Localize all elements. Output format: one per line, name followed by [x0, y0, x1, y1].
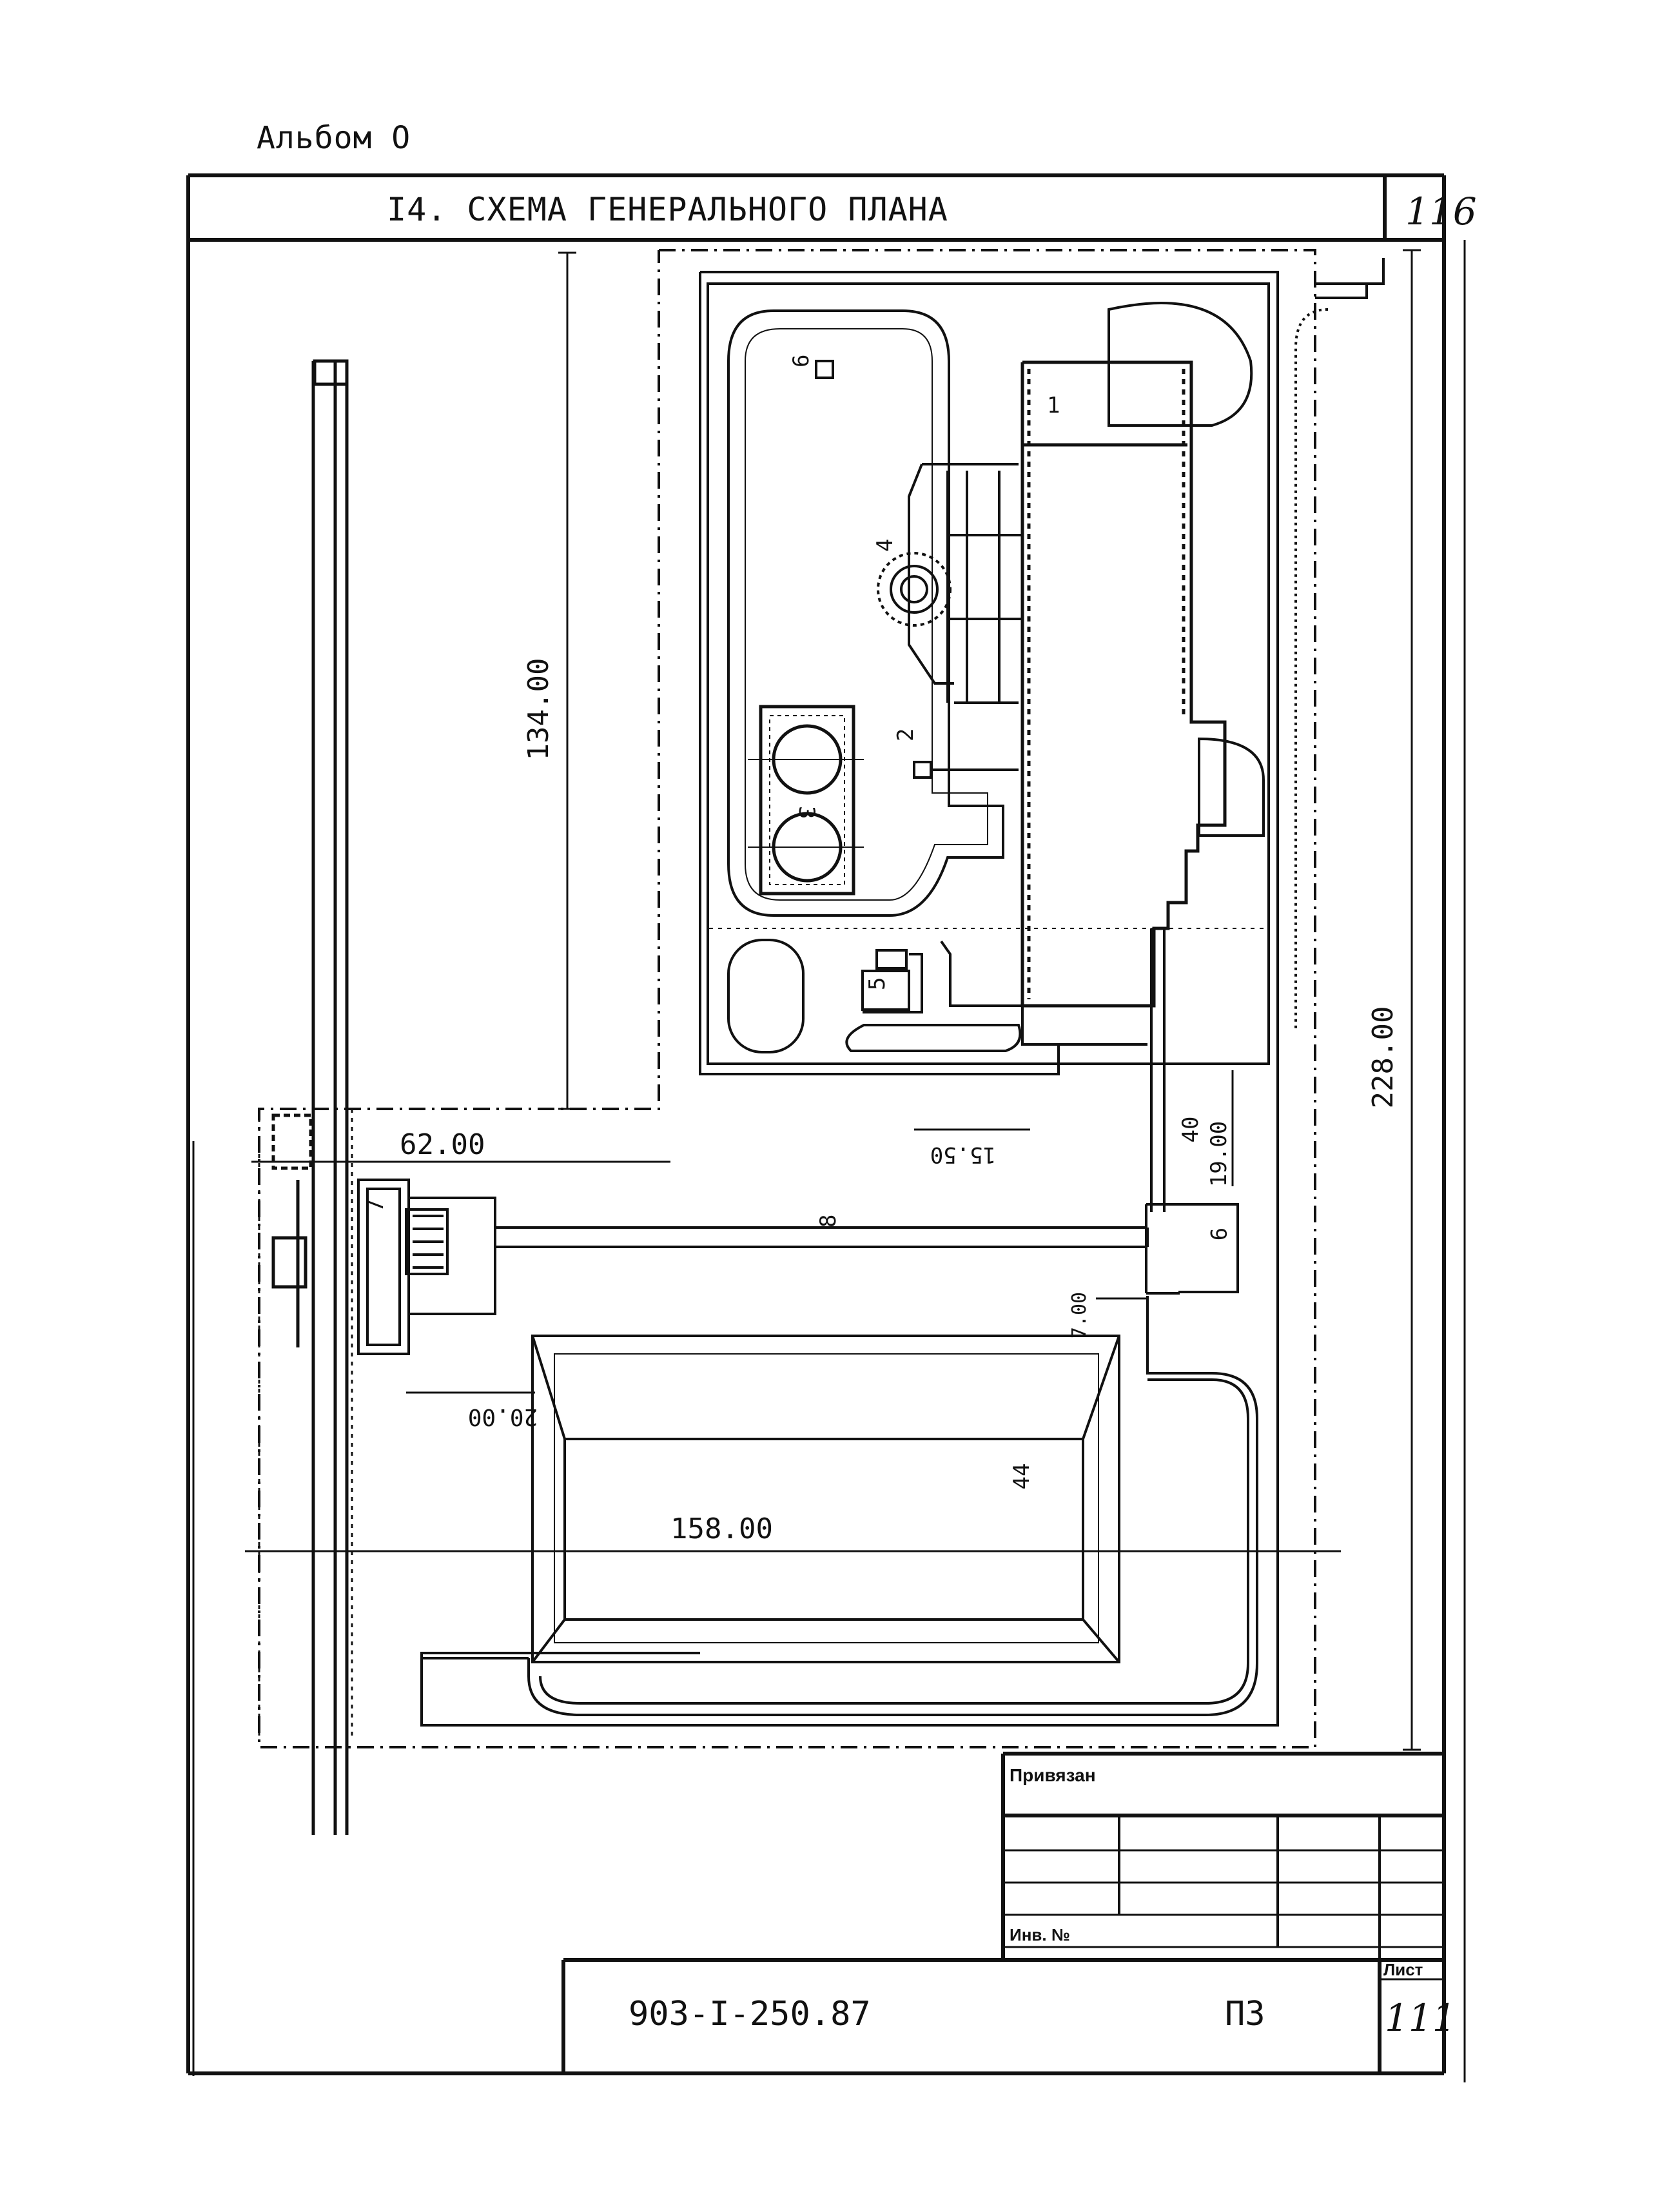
inlet-pipe [1294, 258, 1385, 1032]
pipeline-8 [496, 1226, 1149, 1248]
structure-2 [913, 761, 1019, 779]
sludge-basin [531, 1335, 1120, 1663]
dimension-lines [192, 249, 1421, 2076]
access-road [420, 1296, 1258, 1725]
oval-structure [709, 928, 1270, 1053]
sheet-frame [186, 173, 1466, 2082]
album-label: Альбом О [257, 120, 411, 156]
railway-track [271, 359, 349, 1835]
attached-label: Привязан [1010, 1765, 1096, 1785]
dim-7: 7.00 [1068, 1292, 1091, 1338]
inv-number-label: Инв. № [1010, 1925, 1070, 1944]
plot-boundary [258, 249, 1316, 1748]
dim-20: 20.00 [468, 1404, 538, 1430]
dim-158: 158.00 [670, 1512, 773, 1545]
sheet-label: Лист [1383, 1960, 1423, 1979]
callout-4: 4 [872, 539, 898, 552]
callout-5: 5 [864, 977, 890, 990]
dim-228: 228.00 [1367, 1006, 1400, 1109]
dim-15-50: 15.50 [930, 1142, 996, 1168]
connection-right [1021, 1006, 1147, 1074]
callout-2: 2 [893, 729, 919, 741]
dim-44: 44 [1009, 1463, 1035, 1490]
pipeline-vertical [1150, 928, 1166, 1212]
callout-7: 7 [363, 1199, 389, 1212]
sheet-number: 111 [1385, 1996, 1456, 2040]
callout-3: 3 [794, 806, 819, 819]
main-building [1020, 360, 1227, 1008]
callout-8: 8 [815, 1215, 841, 1228]
building-9-lower [1145, 1203, 1239, 1295]
structure-6 [815, 360, 834, 379]
callout-9: 9 [1205, 1228, 1231, 1240]
callout-1: 1 [1047, 393, 1060, 418]
callout-numbers: 1 2 3 4 5 6 7 8 9 [363, 355, 1231, 1241]
left-service-area [258, 1109, 353, 1741]
inner-loop-road [727, 309, 1004, 917]
dimension-texts: 134.00 228.00 62.00 158.00 20.00 7.00 19… [400, 658, 1400, 1545]
block-5 [845, 940, 1022, 1052]
document-part: ПЗ [1225, 1995, 1265, 2033]
small-round-structure [1198, 737, 1265, 837]
sheet-title: I4. СХЕМА ГЕНЕРАЛЬНОГО ПЛАНА [387, 191, 948, 228]
callout-6: 6 [788, 355, 814, 367]
dim-62: 62.00 [400, 1128, 485, 1161]
clarifier-4 [877, 463, 1022, 704]
dim-19: 19.00 [1206, 1121, 1232, 1187]
document-code: 903-I-250.87 [629, 1995, 871, 2033]
title-block [561, 1752, 1444, 2073]
tanks-3 [748, 705, 864, 896]
pump-station-7 [357, 1179, 496, 1355]
inner-boundary [420, 271, 1279, 1727]
top-sheet-number: 116 [1405, 190, 1477, 233]
building-top-right-round [1108, 302, 1253, 427]
dim-40: 40 [1178, 1117, 1204, 1143]
dim-134: 134.00 [522, 658, 555, 761]
